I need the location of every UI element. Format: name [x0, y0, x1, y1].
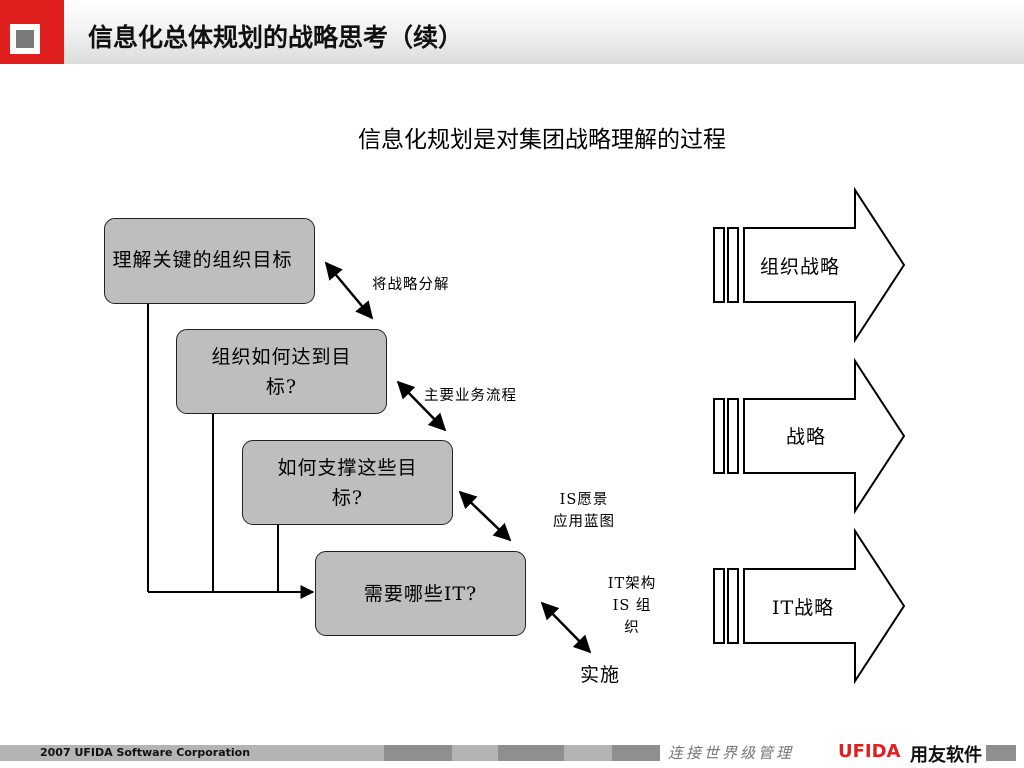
- step-box-2-line2: 标?: [265, 375, 298, 398]
- double-arrow-1: [324, 261, 374, 320]
- connector-label-4-line3: 织: [624, 620, 640, 636]
- final-step-label: 实施: [580, 664, 621, 686]
- connector-label-1: 将战略分解: [372, 277, 450, 293]
- footer-slogan: 连接世界级管理: [668, 744, 795, 762]
- title-bar: 信息化总体规划的战略思考（续）: [0, 0, 1024, 64]
- arrow-label-2: 战略: [786, 426, 827, 448]
- footer-brand-logo: UFIDA: [838, 741, 901, 762]
- step-box-2: 组织如何达到目 标?: [176, 329, 387, 414]
- step-box-3: 如何支撑这些目 标?: [242, 440, 453, 525]
- slide-subtitle: 信息化规划是对集团战略理解的过程: [358, 127, 726, 153]
- block-arrow-2: [713, 357, 906, 515]
- step-box-3-line2: 标?: [331, 486, 364, 509]
- step-box-4-text: 需要哪些IT?: [363, 582, 478, 605]
- flow-connector-lines: [147, 303, 315, 599]
- footer-brand-area: [660, 738, 1024, 768]
- connector-label-3-line2: 应用蓝图: [553, 514, 615, 530]
- connector-label-3: IS愿景 应用蓝图: [542, 489, 626, 533]
- step-box-3-line1: 如何支撑这些目: [277, 456, 418, 479]
- footer-brand-cn: 用友软件: [910, 745, 982, 766]
- step-box-1: 理解关键的组织目标: [104, 218, 315, 304]
- footer-segment: [498, 745, 564, 761]
- footer-segment: [384, 745, 452, 761]
- double-arrow-2: [396, 380, 447, 432]
- connector-label-2: 主要业务流程: [424, 388, 517, 404]
- connector-label-4-line2: IS 组: [612, 598, 652, 614]
- footer-segment: [612, 745, 662, 761]
- connector-label-4: IT架构 IS 组 织: [596, 573, 668, 639]
- footer-end-segment: [986, 745, 1016, 761]
- block-arrow-1: [713, 186, 906, 344]
- step-box-4: 需要哪些IT?: [315, 551, 526, 636]
- connector-label-4-line1: IT架构: [607, 576, 657, 592]
- double-arrow-3: [458, 490, 512, 542]
- footer-copyright: 2007 UFIDA Software Corporation: [40, 746, 251, 759]
- step-box-1-text: 理解关键的组织目标: [112, 249, 293, 271]
- slide-title: 信息化总体规划的战略思考（续）: [88, 23, 464, 52]
- double-arrow-4: [540, 601, 592, 654]
- slide-logo-icon: [0, 0, 64, 64]
- step-box-2-line1: 组织如何达到目: [211, 345, 352, 368]
- arrow-label-1: 组织战略: [760, 256, 841, 278]
- block-arrow-3: [713, 527, 906, 685]
- connector-label-3-line1: IS愿景: [559, 492, 609, 508]
- arrow-label-3: IT战略: [772, 597, 835, 619]
